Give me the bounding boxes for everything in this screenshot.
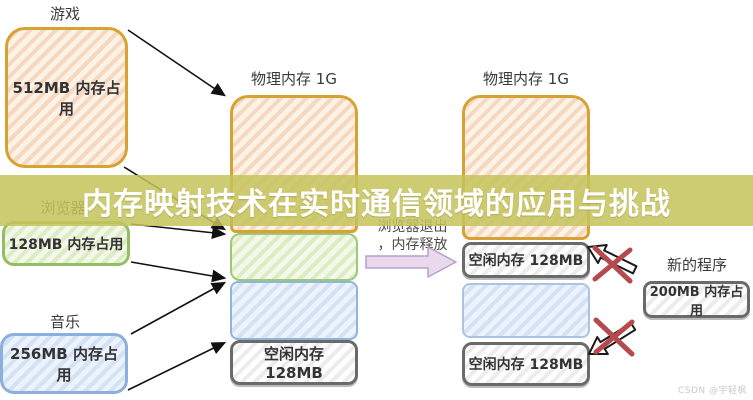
browser-memory-text: 128MB 内存占用 [8, 236, 124, 253]
memory-after-music-segment [462, 283, 590, 338]
memory-after-title: 物理内存 1G [483, 70, 569, 88]
browser-memory-box: 128MB 内存占用 [2, 221, 130, 266]
red-x-bottom-icon [593, 317, 635, 357]
connector-music-top [130, 281, 227, 335]
music-memory-box: 256MB 内存占用 [0, 333, 128, 394]
memory-before-free-segment: 空闲内存 128MB [230, 340, 358, 385]
new-program-label: 新的程序 [666, 256, 727, 274]
music-label: 音乐 [49, 313, 80, 331]
watermark: CSDN @宇轻枫 [677, 386, 747, 396]
red-x-top-icon [592, 245, 633, 284]
blocked-arrow-top-icon [587, 244, 638, 275]
music-memory-text: 256MB 内存占用 [10, 344, 118, 384]
memory-before-music-segment [230, 281, 358, 340]
connector-browser-bottom [130, 261, 227, 283]
new-program-memory-box: 200MB 内存占用 [643, 281, 750, 319]
game-memory-box: 512MB 内存占用 [5, 27, 128, 168]
transition-line2: ，内存释放 [377, 237, 448, 253]
connector-music-bottom [127, 341, 227, 391]
memory-after-free-top-text: 空闲内存 128MB [468, 253, 584, 269]
page-title: 内存映射技术在实时通信领域的应用与挑战 [82, 187, 671, 221]
memory-before-title: 物理内存 1G [251, 70, 337, 88]
new-program-memory-text: 200MB 内存占用 [649, 284, 744, 319]
title-banner: 内存映射技术在实时通信领域的应用与挑战 [0, 175, 753, 226]
game-memory-text: 512MB 内存占用 [12, 78, 121, 118]
memory-after-free-top-segment: 空闲内存 128MB [462, 242, 590, 278]
connector-game-top [127, 29, 226, 97]
game-label: 游戏 [49, 5, 80, 23]
memory-after-free-bottom-text: 空闲内存 128MB [468, 357, 584, 373]
memory-before-browser-segment [230, 233, 358, 281]
memory-after-free-bottom-segment: 空闲内存 128MB [462, 342, 590, 386]
memory-before-free-text: 空闲内存 128MB [263, 345, 324, 382]
blocked-arrow-bottom-icon [588, 322, 637, 356]
